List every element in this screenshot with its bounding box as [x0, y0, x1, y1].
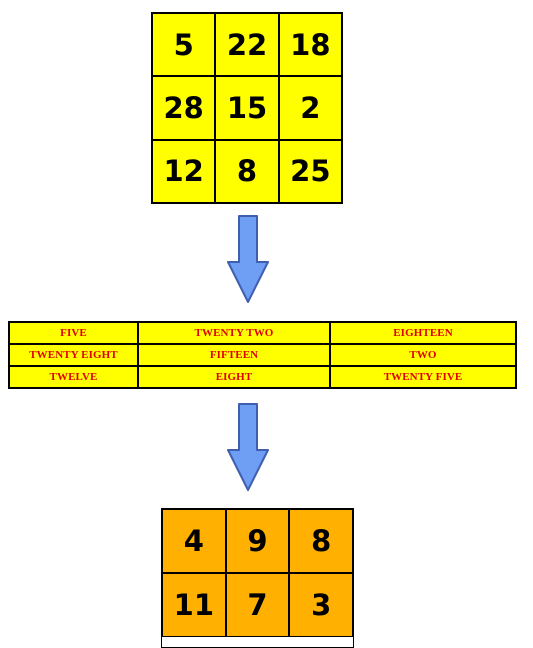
- word-cell: EIGHT: [139, 367, 329, 387]
- word-cell: EIGHTEEN: [331, 323, 515, 343]
- word-cell: TWENTY FIVE: [331, 367, 515, 387]
- top-grid-cell: 2: [278, 76, 342, 140]
- top-grid-cell: 8: [215, 139, 279, 203]
- top-grid-cell: 28: [152, 76, 216, 140]
- bottom-grid-cell: 4: [162, 509, 226, 573]
- top-grid-cell: 18: [278, 13, 342, 77]
- bottom-grid-cell: 11: [162, 573, 226, 637]
- word-cell: TWENTY EIGHT: [10, 345, 137, 365]
- number-words-table: FIVE TWENTY TWO EIGHTEEN TWENTY EIGHT FI…: [8, 321, 517, 389]
- word-cell: FIFTEEN: [139, 345, 329, 365]
- bottom-grid-cell: 8: [289, 509, 353, 573]
- bottom-number-grid: 4 9 8 11 7 3: [161, 508, 354, 648]
- bottom-grid-cell: 9: [225, 509, 290, 573]
- top-grid-cell: 15: [215, 76, 279, 140]
- top-grid-cell: 5: [152, 13, 216, 77]
- word-cell: TWELVE: [10, 367, 137, 387]
- top-number-grid: 5 22 18 28 15 2 12 8 25: [151, 12, 343, 204]
- word-cell: TWENTY TWO: [139, 323, 329, 343]
- top-grid-cell: 22: [215, 13, 279, 77]
- down-arrow-icon: [227, 403, 269, 491]
- word-cell: FIVE: [10, 323, 137, 343]
- top-grid-cell: 25: [278, 139, 342, 203]
- down-arrow-icon: [227, 215, 269, 303]
- word-cell: TWO: [331, 345, 515, 365]
- bottom-grid-cell: 7: [225, 573, 290, 637]
- bottom-grid-cell: 3: [289, 573, 353, 637]
- top-grid-cell: 12: [152, 139, 216, 203]
